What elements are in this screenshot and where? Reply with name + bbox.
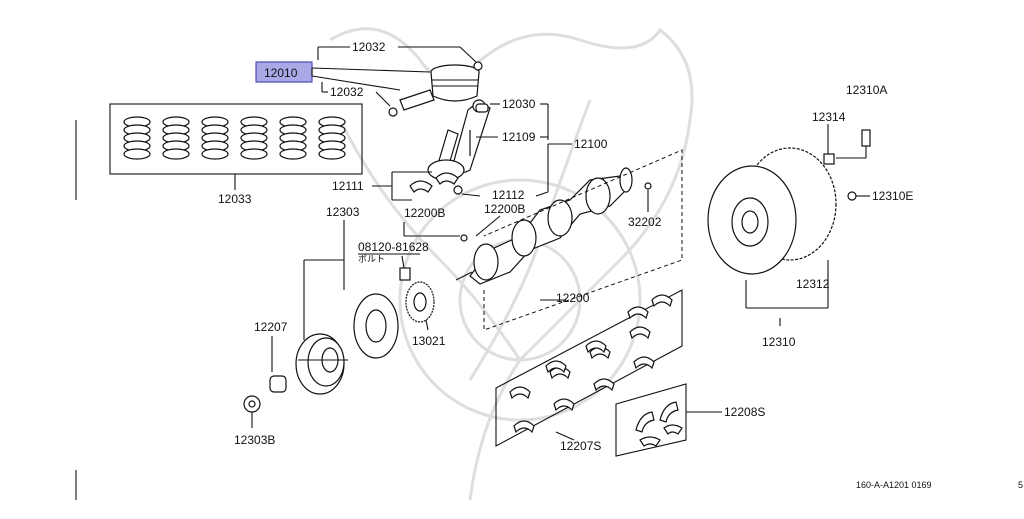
label-12310[interactable]: 12310	[762, 335, 796, 349]
piston-group: 12010 12032 12032	[255, 40, 483, 117]
label-12200B[interactable]: 12200B	[484, 202, 525, 216]
label-bolt-jp: ボルト	[358, 254, 385, 264]
piston-pin-clip[interactable]	[388, 107, 398, 117]
piston-ring-set[interactable]	[279, 116, 307, 160]
flywheel-bolt[interactable]	[823, 153, 835, 165]
label-12310E[interactable]: 12310E	[872, 189, 913, 203]
bolt[interactable]	[399, 267, 411, 281]
crankshaft-group: 12200B 12200B 32202 12200	[403, 149, 683, 331]
main-bearing-shell[interactable]	[633, 356, 655, 370]
pulley-spacer[interactable]	[269, 375, 287, 393]
label-12030[interactable]: 12030	[502, 97, 536, 111]
label-12207[interactable]: 12207	[254, 320, 288, 334]
piston-pin[interactable]	[399, 89, 435, 111]
label-12032[interactable]: 12032	[330, 85, 364, 99]
edge-mark: 5	[1018, 480, 1023, 490]
rod-nut[interactable]	[453, 185, 463, 195]
piston-ring-set[interactable]	[240, 116, 268, 160]
piston-ring-set[interactable]	[201, 116, 229, 160]
main-bearing-shell[interactable]	[509, 386, 531, 400]
label-12200B[interactable]: 12200B	[404, 206, 445, 220]
label-32202[interactable]: 32202	[628, 215, 662, 229]
label-12310A[interactable]: 12310A	[846, 83, 887, 97]
main-bearings-group: 12207S	[495, 289, 683, 453]
label-08120-81628[interactable]: 08120-81628	[358, 240, 429, 254]
label-12208S[interactable]: 12208S	[724, 405, 765, 419]
label-12303[interactable]: 12303	[326, 205, 360, 219]
label-12032[interactable]: 12032	[352, 40, 386, 54]
crank-pulley-group: 12303 12207 12303B	[234, 205, 399, 447]
small-end-bushing[interactable]	[475, 103, 489, 113]
label-12109[interactable]: 12109	[502, 130, 536, 144]
piston-pin-clip[interactable]	[473, 61, 483, 71]
flywheel-group: 12310A 12314 12310E 12312 12310	[707, 83, 913, 349]
label-12314[interactable]: 12314	[812, 110, 846, 124]
crank-key[interactable]	[460, 234, 468, 242]
thrust-washer[interactable]	[663, 424, 683, 435]
label-12100[interactable]: 12100	[574, 137, 608, 151]
main-bearing-shell[interactable]	[593, 378, 615, 392]
rod-bearing[interactable]	[435, 172, 459, 185]
thrust-washer[interactable]	[659, 401, 679, 423]
label-12033[interactable]: 12033	[218, 192, 252, 206]
piston-ring-set[interactable]	[318, 116, 346, 160]
piston-ring-set[interactable]	[162, 116, 190, 160]
diagram-code: 160-A-A1201 0169	[856, 480, 932, 490]
rod-bearing[interactable]	[409, 180, 433, 193]
main-bearing-shell[interactable]	[545, 360, 567, 374]
label-12312[interactable]: 12312	[796, 277, 830, 291]
main-bearing-shell[interactable]	[553, 398, 575, 412]
connecting-rod-group: 12030 12109 12100 12111 12112	[332, 97, 608, 202]
main-bearing-shell[interactable]	[513, 420, 535, 434]
label-12010[interactable]: 12010	[264, 66, 298, 80]
pilot-bushing[interactable]	[644, 182, 652, 190]
main-bearing-shell[interactable]	[651, 294, 673, 308]
thrust-washer-group: 12208S	[615, 383, 765, 457]
label-12112[interactable]: 12112	[492, 188, 525, 202]
thrust-washer[interactable]	[639, 436, 661, 447]
piston-ring-set[interactable]	[123, 116, 151, 160]
flywheel-bolt[interactable]	[861, 129, 871, 147]
label-12111[interactable]: 12111	[332, 179, 364, 193]
main-bearing-shell[interactable]	[629, 326, 651, 340]
main-bearing-shell[interactable]	[585, 340, 607, 354]
label-12303B[interactable]: 12303B	[234, 433, 275, 447]
label-12207S[interactable]: 12207S	[560, 439, 601, 453]
thrust-washer[interactable]	[635, 411, 655, 433]
crank-pulley-bolt-group: 08120-81628 ボルト	[358, 240, 429, 281]
label-13021[interactable]: 13021	[412, 334, 446, 348]
dowel-pin[interactable]	[847, 191, 857, 201]
piston-ring-sets: 12033	[109, 103, 363, 206]
timing-gear-group: 13021	[405, 281, 446, 348]
main-bearing-shell[interactable]	[627, 306, 649, 320]
label-12200[interactable]: 12200	[556, 291, 590, 305]
